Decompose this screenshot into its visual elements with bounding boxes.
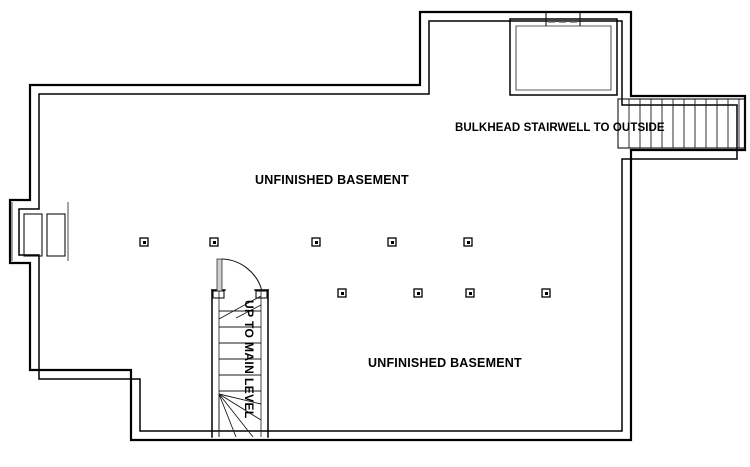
support-post <box>311 237 321 247</box>
label-bulkhead-stairwell: BULKHEAD STAIRWELL TO OUTSIDE <box>455 122 665 134</box>
label-up-to-main-level: UP TO MAIN LEVEL <box>242 300 256 419</box>
support-post-row-two <box>337 288 551 298</box>
stair-treads <box>219 310 261 392</box>
support-post <box>387 237 397 247</box>
label-unfinished-basement-upper: UNFINISHED BASEMENT <box>255 173 409 187</box>
support-post-row-one <box>139 237 473 247</box>
support-post <box>209 237 219 247</box>
interior-stair-up <box>211 258 269 438</box>
support-post <box>541 288 551 298</box>
label-unfinished-basement-lower: UNFINISHED BASEMENT <box>368 356 522 370</box>
stair-winders <box>218 393 262 438</box>
upper-right-room <box>509 13 618 96</box>
support-post <box>139 237 149 247</box>
foundation-inner-wall <box>18 20 738 432</box>
support-post <box>337 288 347 298</box>
bulkhead-stairwell <box>617 98 746 149</box>
stair-door <box>216 258 263 292</box>
support-post <box>413 288 423 298</box>
foundation-outer-wall <box>8 10 747 442</box>
support-post <box>463 237 473 247</box>
support-post <box>465 288 475 298</box>
bay-window-bumpout <box>11 202 69 261</box>
